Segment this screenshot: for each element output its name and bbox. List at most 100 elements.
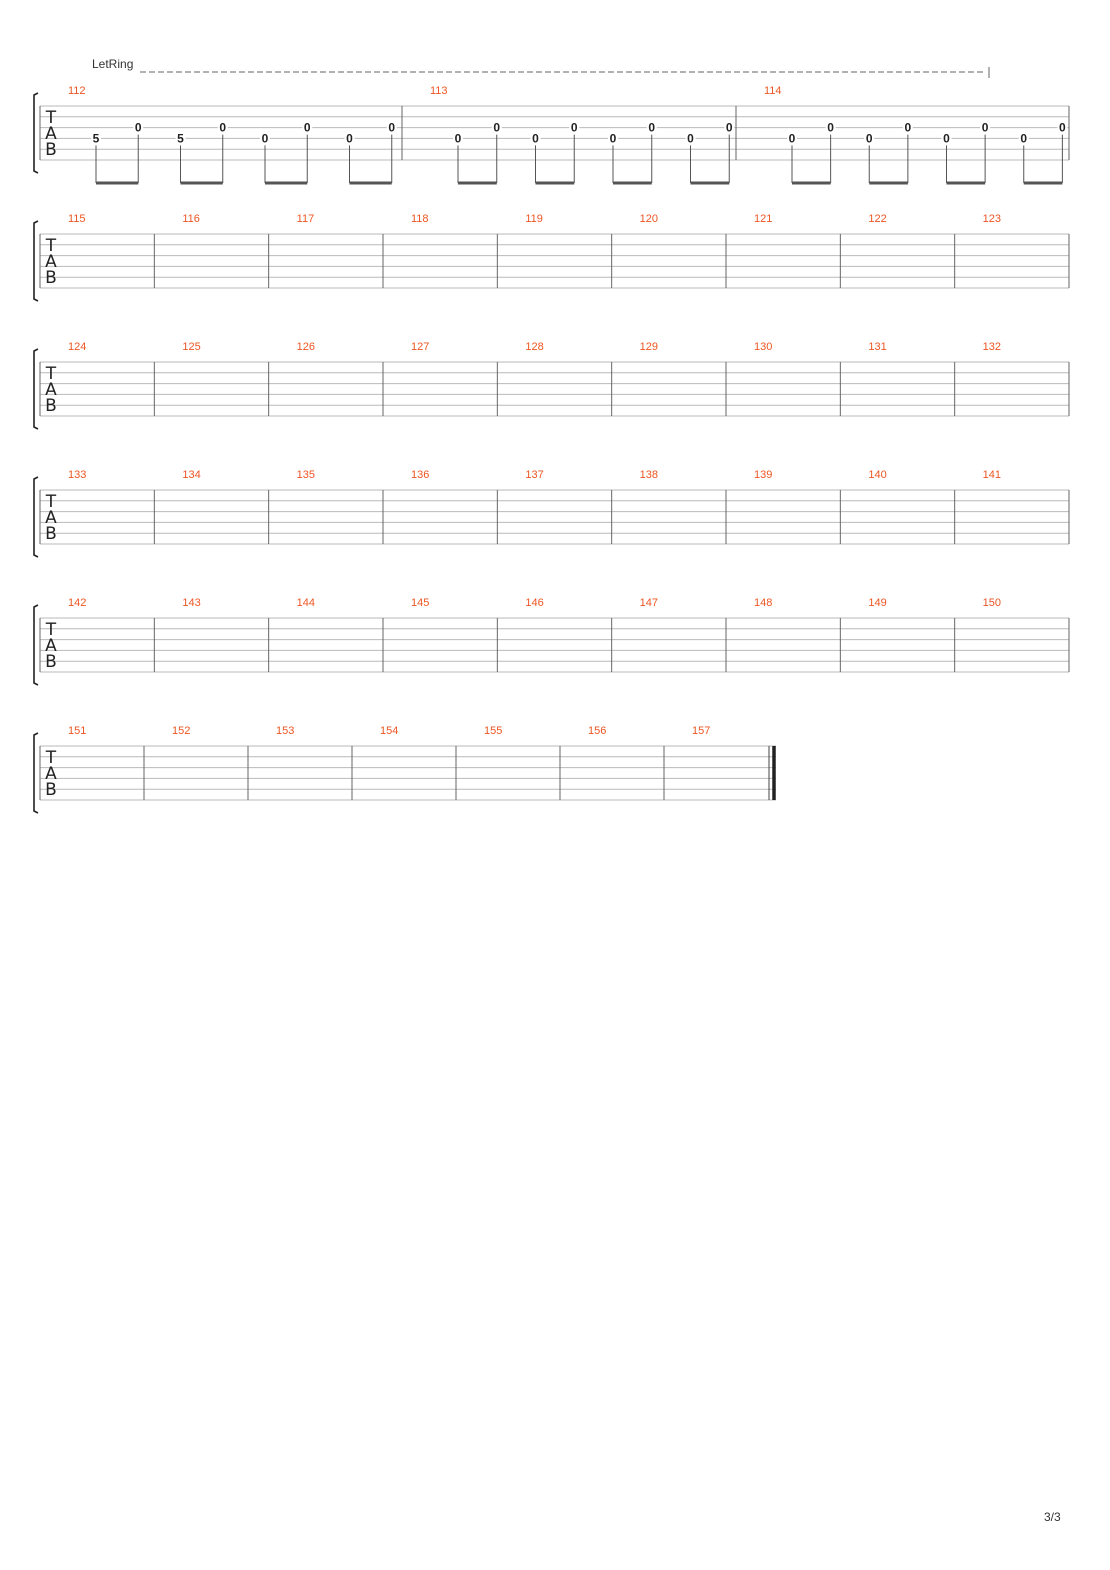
fret-background — [569, 120, 580, 134]
measure-number: 138 — [640, 469, 658, 481]
measure-number: 118 — [411, 213, 429, 225]
let-ring-label: LetRing — [92, 57, 133, 71]
measure-number: 146 — [525, 597, 543, 609]
fret-background — [260, 131, 270, 145]
measure-number: 129 — [640, 341, 658, 353]
fret-number: 0 — [219, 121, 226, 135]
fret-background — [980, 120, 991, 134]
measure-number: 156 — [588, 725, 606, 737]
fret-background — [91, 131, 101, 145]
measure-number: 112 — [68, 85, 86, 97]
measure-number: 131 — [868, 341, 886, 353]
staff-system: TAB 142 143 144 145 146 147 148 149 150 — [33, 597, 1070, 686]
fret-background — [646, 120, 657, 134]
measure-number: 154 — [380, 725, 398, 737]
fret-background — [302, 120, 313, 134]
measure-number: 124 — [68, 341, 86, 353]
fret-number: 0 — [1020, 131, 1027, 145]
fret-background — [825, 120, 836, 134]
measure-number: 143 — [182, 597, 200, 609]
fret-background — [608, 131, 618, 145]
fret-background — [453, 131, 463, 145]
fret-number: 0 — [610, 131, 617, 145]
measure-number: 151 — [68, 725, 86, 737]
system-bracket — [33, 220, 39, 302]
tab-clef-letter: B — [45, 140, 57, 160]
tab-clef-letter: A — [45, 508, 57, 528]
tab-clef-letter: B — [45, 268, 57, 288]
fret-number: 0 — [827, 121, 834, 135]
fret-number: 0 — [648, 121, 655, 135]
page-number: 3/3 — [1044, 1510, 1061, 1524]
measure-number: 142 — [68, 597, 86, 609]
tab-clef-letter: T — [45, 620, 57, 640]
tab-clef-letter: T — [45, 236, 57, 256]
fret-number: 0 — [982, 121, 989, 135]
fret-number: 0 — [905, 121, 912, 135]
fret-background — [724, 120, 735, 134]
system-bracket — [33, 348, 39, 430]
measure-number: 120 — [640, 213, 658, 225]
staff-system: TAB112505000001130000000011400000000LetR… — [33, 57, 1070, 185]
fret-background — [386, 120, 397, 134]
fret-number: 0 — [455, 131, 462, 145]
measure-number: 144 — [297, 597, 315, 609]
tab-clef-letter: B — [45, 652, 57, 672]
measure-number: 136 — [411, 469, 429, 481]
fret-background — [491, 120, 502, 134]
tab-clef-letter: T — [45, 108, 57, 128]
fret-number: 5 — [93, 131, 100, 145]
measure-number: 147 — [640, 597, 658, 609]
measure-number: 115 — [68, 213, 86, 225]
measure-number: 121 — [754, 213, 772, 225]
system-bracket — [33, 604, 39, 686]
fret-number: 0 — [532, 131, 539, 145]
fret-number: 0 — [493, 121, 500, 135]
measure-number: 150 — [983, 597, 1001, 609]
measure-number: 134 — [182, 469, 200, 481]
measure-number: 149 — [868, 597, 886, 609]
fret-number: 0 — [789, 131, 796, 145]
tab-clef-letter: T — [45, 748, 57, 768]
fret-number: 5 — [177, 131, 184, 145]
measure-number: 123 — [983, 213, 1001, 225]
measure-number: 152 — [172, 725, 190, 737]
fret-number: 0 — [388, 121, 395, 135]
fret-number: 0 — [726, 121, 733, 135]
measure-number: 145 — [411, 597, 429, 609]
measure-number: 122 — [868, 213, 886, 225]
measure-number: 127 — [411, 341, 429, 353]
tab-clef-letter: T — [45, 364, 57, 384]
measure-number: 153 — [276, 725, 294, 737]
measure-number: 133 — [68, 469, 86, 481]
measure-number: 125 — [182, 341, 200, 353]
fret-background — [175, 131, 186, 145]
fret-background — [530, 131, 541, 145]
fret-number: 0 — [1059, 121, 1066, 135]
fret-background — [941, 131, 952, 145]
fret-background — [787, 131, 797, 145]
measure-number: 141 — [983, 469, 1001, 481]
fret-background — [133, 120, 144, 134]
fret-number: 0 — [262, 131, 269, 145]
measure-number: 148 — [754, 597, 772, 609]
tab-clef-letter: B — [45, 780, 57, 800]
system-bracket — [33, 732, 39, 814]
tab-clef-letter: A — [45, 636, 57, 656]
fret-background — [685, 131, 696, 145]
fret-number: 0 — [304, 121, 311, 135]
fret-number: 0 — [571, 121, 578, 135]
measure-number: 114 — [764, 85, 782, 97]
measure-number: 128 — [525, 341, 543, 353]
tab-clef-letter: T — [45, 492, 57, 512]
fret-number: 0 — [135, 121, 142, 135]
fret-number: 0 — [943, 131, 950, 145]
measure-number: 137 — [525, 469, 543, 481]
measure-number: 132 — [983, 341, 1001, 353]
tab-clef-letter: A — [45, 252, 57, 272]
